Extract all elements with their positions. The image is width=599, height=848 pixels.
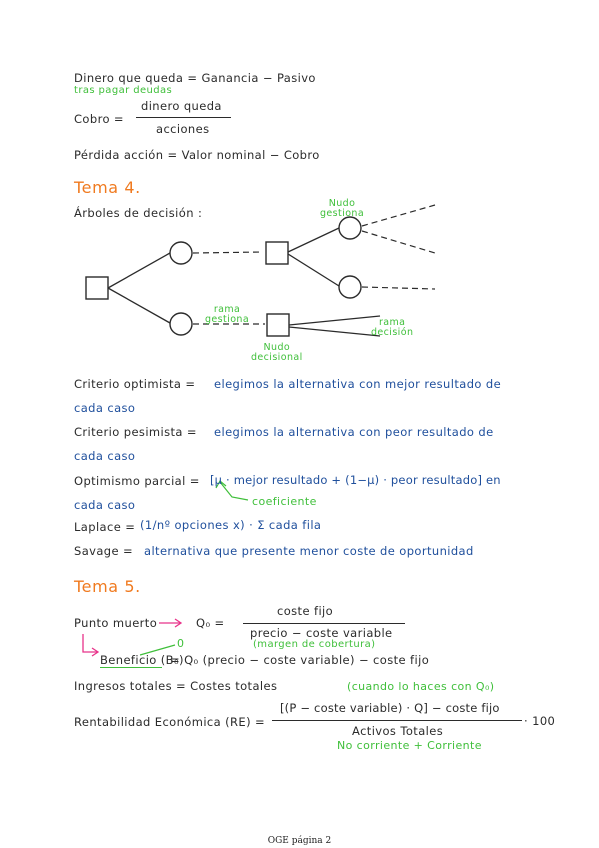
chance-node-upper [169,241,193,265]
ingresos-totales-formula: Ingresos totales = Costes totales [74,679,278,693]
nudo-gestiona-label: Nudo gestiona [320,198,365,219]
punto-muerto-numerator: coste fijo [277,604,334,618]
beneficio-formula: = Q₀ (precio − coste variable) − coste f… [170,653,430,667]
beneficio-label: Beneficio (B₀) [100,653,184,667]
branch-to-chance-top [287,227,340,253]
coeficiente-note: coeficiente [252,495,317,508]
rentabilidad-fraction-bar [272,720,522,722]
rentabilidad-label: Rentabilidad Económica (RE) = [74,715,266,729]
decision-node-upper [265,241,289,265]
dashed-branch-upper [192,251,264,254]
criterio-optimista-text-2: cada caso [74,401,136,415]
q0-label: Q₀ = [196,616,225,630]
criterio-pesimista-label: Criterio pesimista = [74,425,197,439]
decision-branch-1 [288,315,381,326]
rentabilidad-denominator: Activos Totales [352,724,444,738]
tras-pagar-deudas-note: tras pagar deudas [74,85,173,96]
savage-text: alternativa que presente menor coste de … [144,544,474,558]
laplace-text: (1/nº opciones x) · Σ cada fila [140,518,322,532]
branch-lower [107,287,171,324]
punto-muerto-label: Punto muerto [74,616,158,630]
chance-node-top [338,216,362,240]
coeficiente-arrow [219,481,249,501]
punto-muerto-denominator: precio − coste variable [250,626,393,640]
cobro-label: Cobro = [74,112,124,126]
beneficio-highlight [100,667,162,669]
criterio-optimista-text: elegimos la alternativa con mejor result… [214,377,502,391]
nudo-decisional-label: Nudo decisional [251,342,303,363]
cobro-denominator: acciones [156,122,210,136]
branch-to-chance-mid [287,253,340,287]
rentabilidad-multiplier: · 100 [524,714,556,728]
page-footer: OGE página 2 [267,836,332,846]
perdida-accion-formula: Pérdida acción = Valor nominal − Cobro [74,148,320,162]
ingresos-note: (cuando lo haces con Q₀) [347,680,495,693]
decision-branch-2 [288,326,381,337]
cobro-fraction-bar [136,117,231,119]
optimismo-parcial-text-2: cada caso [74,498,136,512]
chance-node-mid [338,275,362,299]
tema4-heading: Tema 4. [74,178,141,197]
beneficio-arrow [82,634,97,653]
tema5-heading: Tema 5. [74,577,141,596]
activos-note: No corriente + Corriente [337,739,482,752]
rentabilidad-numerator: [(P − coste variable) · Q] − coste fijo [280,701,500,715]
criterio-pesimista-text-2: cada caso [74,449,136,463]
margen-cobertura-note: (margen de cobertura) [253,639,376,650]
chance-node-lower [169,312,193,336]
rama-gestiona-label: rama gestiona [205,304,250,325]
dinero-que-queda-formula: Dinero que queda = Ganancia − Pasivo [74,71,316,85]
dashed-out-1 [361,204,436,227]
savage-label: Savage = [74,544,134,558]
zero-arrow [139,644,176,656]
root-decision-node [85,276,109,300]
optimismo-parcial-label: Optimismo parcial = [74,474,200,488]
rama-decision-label: rama decisión [371,317,414,338]
criterio-pesimista-text: elegimos la alternativa con peor resulta… [214,425,494,439]
laplace-label: Laplace = [74,520,136,534]
decision-node-lower [266,313,290,337]
optimismo-parcial-text: [μ · mejor resultado + (1−μ) · peor resu… [210,473,501,487]
branch-upper [107,252,171,289]
zero-note: 0 [177,637,185,650]
punto-muerto-fraction-bar [243,623,405,625]
arboles-decision-heading: Árboles de decisión : [74,206,203,220]
cobro-numerator: dinero queda [141,99,222,113]
criterio-optimista-label: Criterio optimista = [74,377,196,391]
dashed-out-2 [361,230,436,254]
dashed-out-3 [361,286,436,290]
